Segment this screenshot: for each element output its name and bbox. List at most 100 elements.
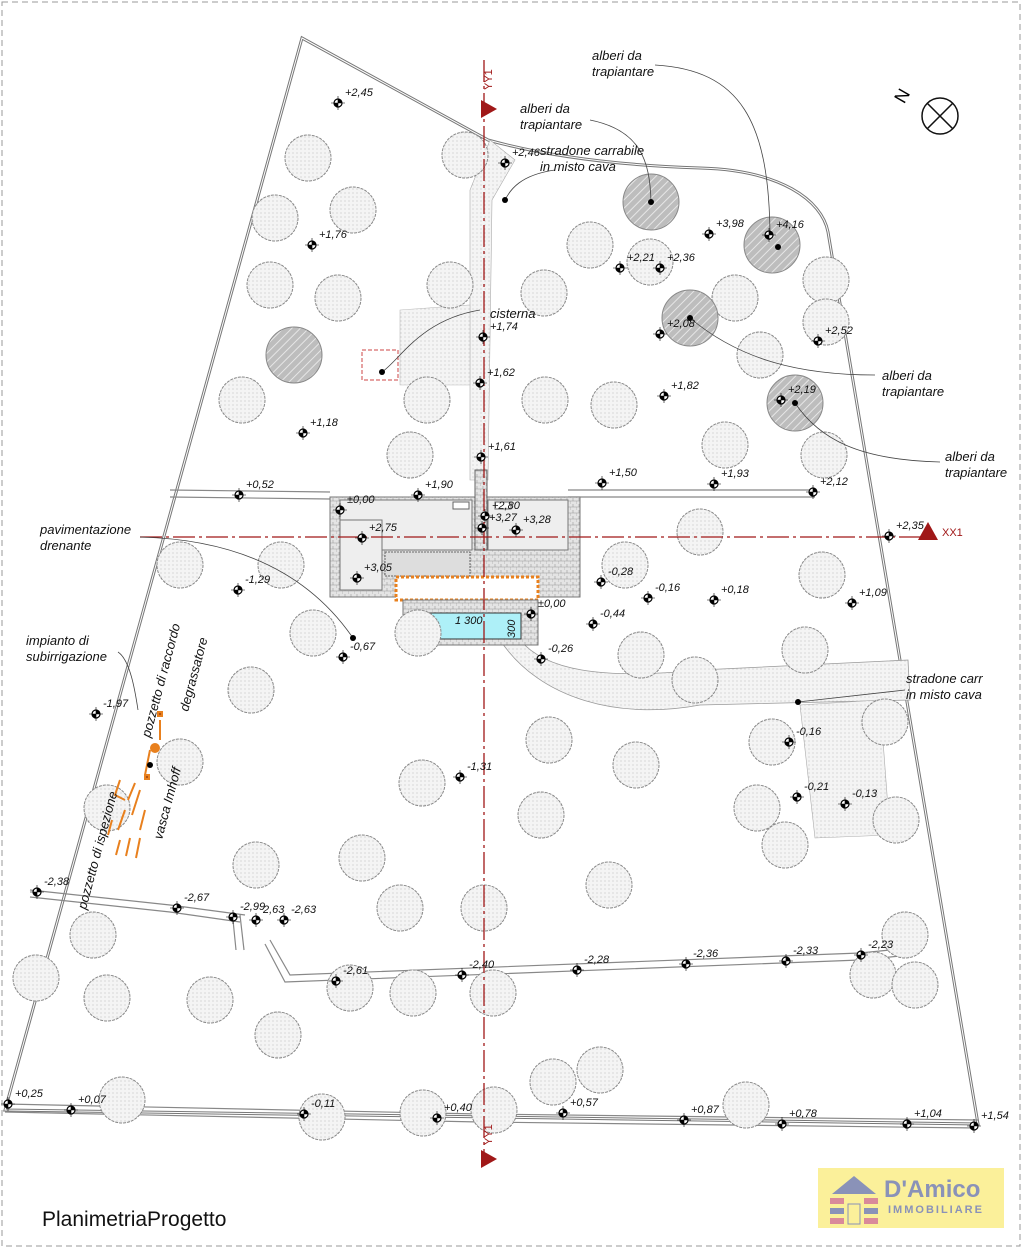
elevation-label: +1,76 — [319, 229, 348, 241]
pool-width: 300 — [506, 619, 518, 638]
elevation-label: +1,93 — [721, 468, 750, 480]
tree — [460, 884, 508, 932]
septic-marker — [147, 762, 153, 768]
tree — [314, 274, 362, 322]
elevation-marker: +0,25 — [1, 1088, 44, 1111]
elevation-marker: +1,74 — [476, 321, 518, 344]
elevation-label: -2,99 — [240, 901, 265, 913]
elevation-label: +2,21 — [627, 252, 655, 264]
elevation-label: +1,82 — [671, 380, 699, 392]
tree — [386, 431, 434, 479]
elevation-label: -1,31 — [467, 761, 492, 773]
tree — [601, 541, 649, 589]
tree — [736, 331, 784, 379]
tree — [891, 961, 939, 1009]
elevation-marker: +1,61 — [474, 441, 516, 464]
elevation-marker: +1,04 — [900, 1108, 942, 1131]
elevation-points: +2,45+2,46+1,76+3,98+4,16+2,21+2,36+2,08… — [1, 87, 1009, 1133]
tree — [12, 954, 60, 1002]
tree — [251, 194, 299, 242]
label-degrassatore: degrassatore — [176, 636, 210, 713]
logo-subtitle: IMMOBILIARE — [888, 1204, 984, 1216]
elevation-label: +0,18 — [721, 584, 750, 596]
elevation-label: +2,35 — [896, 520, 925, 532]
elevation-marker: +0,07 — [64, 1094, 107, 1117]
tree — [800, 431, 848, 479]
tree — [83, 974, 131, 1022]
tree — [289, 609, 337, 657]
elevation-label: +2,80 — [492, 500, 521, 512]
elevation-label: +0,25 — [15, 1088, 44, 1100]
elevation-label: -2,28 — [584, 954, 610, 966]
elevation-label: +2,75 — [369, 522, 398, 534]
tree — [781, 626, 829, 674]
elevation-marker: -2,67 — [170, 892, 210, 915]
elevation-label: +1,18 — [310, 417, 339, 429]
elevation-marker: +1,90 — [411, 479, 454, 502]
elevation-marker: -0,67 — [336, 641, 376, 664]
elevation-label: +0,52 — [246, 479, 274, 491]
tree-to-transplant — [743, 216, 801, 274]
elevation-label: +2,19 — [788, 384, 816, 396]
elevation-marker: 2,63 — [249, 904, 285, 927]
elevation-marker: +2,08 — [653, 318, 696, 341]
elevation-label: -1,97 — [103, 698, 129, 710]
elevation-marker: +1,62 — [473, 367, 515, 390]
elevation-label: +2,46 — [512, 147, 541, 159]
elevation-label: -0,67 — [350, 641, 376, 653]
tree — [298, 1093, 346, 1141]
elevation-label: -2,67 — [184, 892, 210, 904]
label-vasca-imhoff: vasca Imhoff — [150, 764, 184, 840]
elevation-marker: -2,36 — [679, 948, 719, 971]
elevation-label: -2,23 — [868, 939, 894, 951]
elevation-label: +2,36 — [667, 252, 696, 264]
tree — [872, 796, 920, 844]
tree — [338, 834, 386, 882]
lot-boundary-inner — [4, 37, 979, 1125]
elevation-marker: +0,40 — [430, 1102, 473, 1125]
tree — [529, 1058, 577, 1106]
elevation-marker: +0,52 — [232, 479, 274, 502]
elevation-marker: -2,23 — [854, 939, 894, 962]
tree — [701, 421, 749, 469]
tree — [590, 381, 638, 429]
elevation-marker: -2,38 — [30, 876, 70, 899]
elevation-marker: -0,16 — [782, 726, 822, 749]
tree — [676, 508, 724, 556]
north-compass-icon: N — [890, 85, 959, 135]
elevation-marker: ±0,00 — [333, 494, 375, 517]
elevation-marker: +2,36 — [653, 252, 696, 275]
elevation-label: +1,90 — [425, 479, 454, 491]
house-logo-icon — [830, 1176, 878, 1225]
tree — [576, 1046, 624, 1094]
elevation-label: +3,27 — [489, 512, 518, 524]
tree — [398, 759, 446, 807]
elevation-label: +1,61 — [488, 441, 516, 453]
elevation-label: +2,45 — [345, 87, 374, 99]
company-logo: D'Amico IMMOBILIARE — [818, 1168, 1004, 1228]
tree — [426, 261, 474, 309]
elevation-label: -0,11 — [311, 1098, 335, 1110]
tree-to-transplant — [265, 326, 323, 384]
elevation-label: +2,12 — [820, 476, 848, 488]
elevation-marker: -0,44 — [586, 608, 625, 631]
elevation-marker: +1,76 — [305, 229, 348, 252]
elevation-label: +0,40 — [444, 1102, 473, 1114]
elevation-label: -2,63 — [291, 904, 317, 916]
elevation-label: +3,98 — [716, 218, 745, 230]
tree — [722, 1081, 770, 1129]
elevation-label: -0,16 — [796, 726, 822, 738]
elevation-label: +1,50 — [609, 467, 638, 479]
axis-label-yy1-top: YY1 — [483, 69, 495, 90]
tree — [517, 791, 565, 839]
tree — [802, 256, 850, 304]
elevation-marker: ±0,00 — [524, 598, 566, 621]
tree — [403, 376, 451, 424]
elevation-label: 2,63 — [262, 904, 285, 916]
elevation-label: +2,52 — [825, 325, 853, 337]
tree — [612, 741, 660, 789]
